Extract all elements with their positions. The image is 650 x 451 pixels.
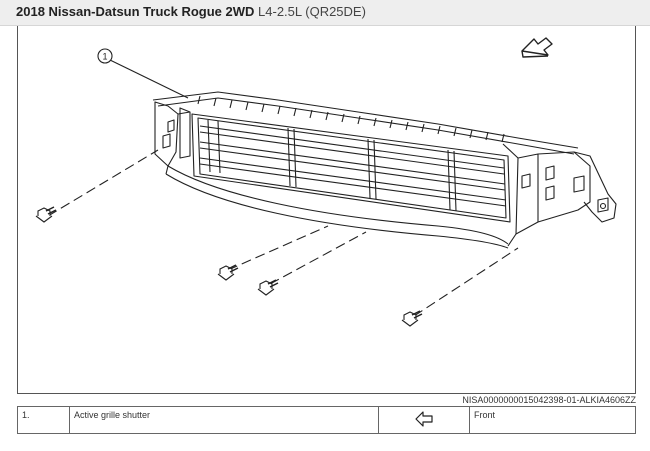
fastener-guide-lines: [47, 149, 519, 317]
legend-number: 1.: [17, 406, 70, 434]
bolt-icon: [217, 264, 239, 281]
vehicle-title: 2018 Nissan-Datsun Truck Rogue 2WD: [16, 4, 255, 19]
grille-shutter-body: [152, 91, 617, 249]
legend-label: Front: [469, 406, 636, 434]
bolt-icon: [401, 310, 423, 327]
exploded-view-diagram: 1: [17, 26, 636, 394]
callout-marker: 1: [97, 48, 113, 64]
bolt-icon: [257, 279, 279, 296]
grille-shutter-drawing: 1: [35, 37, 617, 327]
front-arrow-icon: [415, 411, 433, 427]
callout-number: 1: [102, 52, 107, 62]
legend-description: Active grille shutter: [69, 406, 379, 434]
page-title-bar: 2018 Nissan-Datsun Truck Rogue 2WD L4-2.…: [0, 0, 650, 26]
legend-icon-cell: [378, 406, 470, 434]
bolt-group: [35, 206, 423, 327]
bolt-icon: [35, 206, 57, 223]
table-row: 1. Active grille shutter Front: [17, 406, 636, 434]
engine-title: L4-2.5L (QR25DE): [258, 4, 366, 19]
front-direction-arrow-icon: [521, 37, 553, 58]
legend-table: 1. Active grille shutter Front: [17, 406, 636, 434]
callout-leader-line: [109, 59, 189, 99]
figure-reference-id: NISA0000000015042398-01-ALKIA4606ZZ: [462, 395, 636, 405]
